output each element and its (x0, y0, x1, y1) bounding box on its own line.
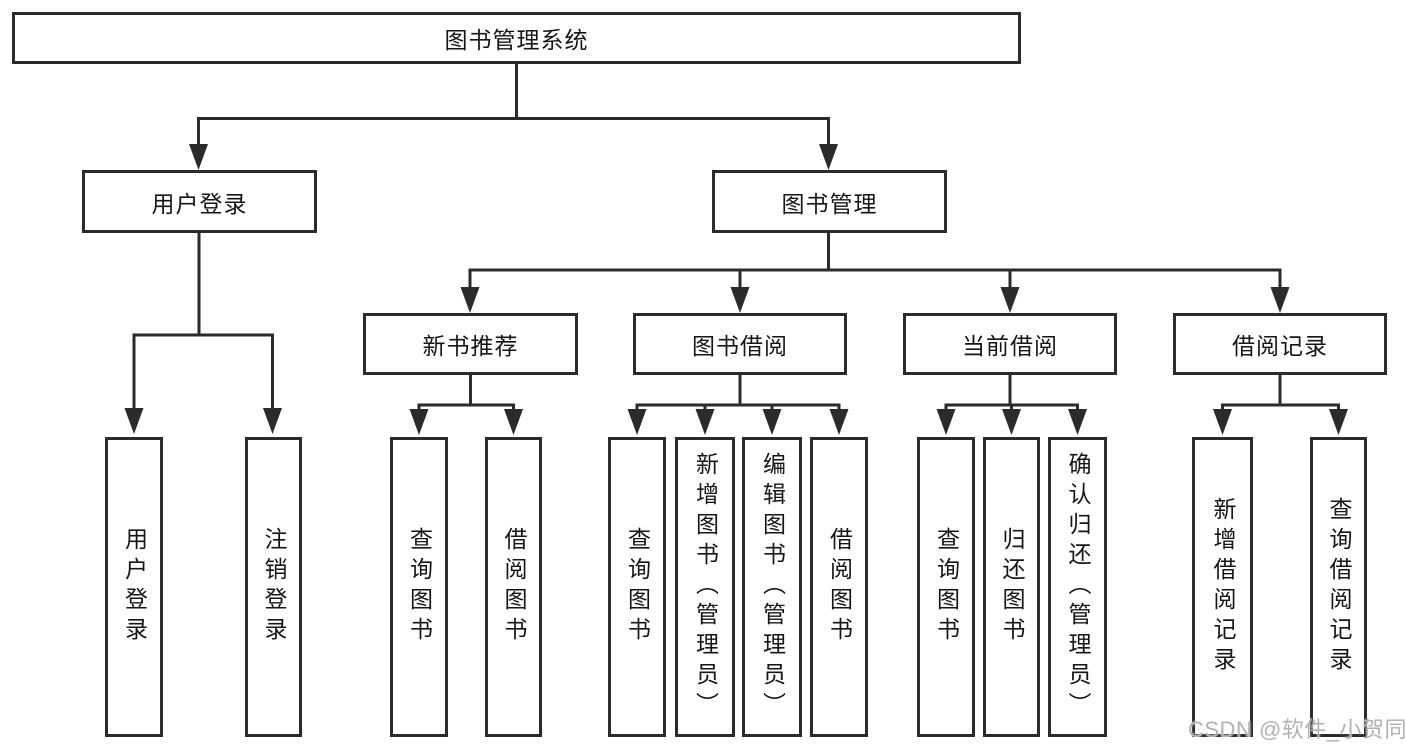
leaf-confirm-return-admin: 确认归还（管理员） (1048, 437, 1107, 737)
arrowhead-icon (1270, 287, 1290, 313)
connector-currentborrow-to-leaves (944, 375, 1079, 411)
leaf-user-login: 用户登录 (105, 437, 163, 737)
node-root-label: 图书管理系统 (444, 27, 589, 53)
arrowhead-icon (409, 409, 429, 435)
node-book-management-label: 图书管理 (781, 190, 878, 217)
arrowhead-icon (504, 409, 523, 435)
arrowhead-icon (695, 409, 715, 435)
leaf-query-borrow-record-label: 查询借阅记录 (1326, 497, 1352, 677)
leaf-edit-book-admin-label: 编辑图书（管理员） (759, 452, 786, 722)
leaf-borrow-books: 借阅图书 (810, 437, 868, 737)
leaf-add-book-admin-label: 新增图书（管理员） (692, 452, 719, 722)
arrowhead-icon (730, 287, 750, 313)
leaf-return-book-label: 归还图书 (999, 527, 1025, 647)
leaf-add-book-admin: 新增图书（管理员） (675, 437, 735, 737)
leaf-query-books-borrow: 查询图书 (608, 437, 666, 737)
arrowhead-icon (1002, 409, 1021, 435)
leaf-add-borrow-record: 新增借阅记录 (1192, 437, 1253, 737)
connector-borrowrecord-to-leaves (1221, 375, 1340, 411)
leaf-logout-label: 注销登录 (261, 527, 287, 647)
leaf-query-books-current: 查询图书 (917, 437, 975, 737)
arrowhead-icon (1213, 409, 1232, 435)
node-root: 图书管理系统 (12, 12, 1021, 64)
node-user-login: 用户登录 (82, 170, 317, 233)
arrowhead-icon (936, 409, 956, 435)
connector-root-to-level2 (197, 64, 830, 146)
leaf-add-borrow-record-label: 新增借阅记录 (1210, 497, 1236, 677)
leaf-borrow-books-label: 借阅图书 (826, 527, 853, 647)
connector-userlogin-to-leaves (132, 233, 274, 410)
leaf-return-book: 归还图书 (983, 437, 1040, 737)
node-current-borrow: 当前借阅 (903, 313, 1117, 375)
node-book-management: 图书管理 (712, 170, 947, 233)
leaf-borrow-books-recommend: 借阅图书 (485, 437, 542, 737)
arrowhead-icon (762, 409, 782, 435)
connector-bookborrow-to-leaves (635, 375, 841, 411)
leaf-query-borrow-record: 查询借阅记录 (1310, 437, 1367, 737)
arrowhead-icon (124, 408, 144, 434)
node-new-book-recommend: 新书推荐 (363, 313, 578, 375)
leaf-edit-book-admin: 编辑图书（管理员） (742, 437, 802, 737)
node-book-borrow: 图书借阅 (633, 313, 847, 375)
arrowhead-icon (1068, 409, 1087, 435)
connector-newbook-to-leaves (417, 375, 515, 411)
leaf-query-books-borrow-label: 查询图书 (624, 527, 651, 647)
arrowhead-icon (627, 409, 647, 435)
node-borrow-record-label: 借阅记录 (1232, 333, 1328, 359)
leaf-confirm-return-admin-label: 确认归还（管理员） (1065, 452, 1091, 722)
arrowhead-icon (189, 144, 208, 170)
node-user-login-label: 用户登录 (151, 190, 248, 217)
node-new-book-recommend-label: 新书推荐 (422, 333, 519, 359)
leaf-logout: 注销登录 (245, 437, 302, 737)
node-book-borrow-label: 图书借阅 (692, 333, 788, 359)
watermark: CSDN @软件_小贺同学 (1188, 717, 1405, 742)
leaf-query-books-current-label: 查询图书 (933, 527, 960, 647)
node-borrow-record: 借阅记录 (1173, 313, 1387, 375)
arrowhead-icon (1000, 287, 1020, 313)
arrowhead-icon (263, 408, 282, 434)
arrowhead-icon (819, 144, 838, 170)
arrowhead-icon (829, 409, 849, 435)
leaf-borrow-books-recommend-label: 借阅图书 (501, 527, 527, 647)
connector-bookmgmt-to-level3 (468, 233, 1282, 289)
leaf-query-books-recommend-label: 查询图书 (406, 527, 433, 647)
arrowhead-icon (460, 287, 480, 313)
arrowhead-icon (1329, 409, 1348, 435)
leaf-user-login-label: 用户登录 (121, 527, 148, 647)
leaf-query-books-recommend: 查询图书 (390, 437, 448, 737)
node-current-borrow-label: 当前借阅 (962, 333, 1058, 359)
